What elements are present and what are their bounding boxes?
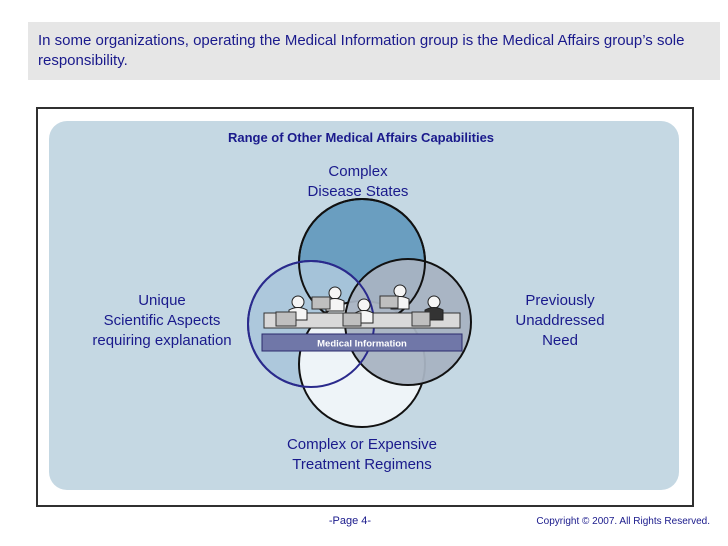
label-complex-treatment-regimens: Complex or Expensive Treatment Regimens	[262, 435, 462, 475]
label-line: Complex or Expensive	[286, 436, 438, 453]
label-line: requiring explanation	[92, 332, 232, 349]
medical-information-banner	[261, 333, 463, 352]
label-unique-scientific-aspects: Unique Scientific Aspects requiring expl…	[82, 291, 242, 351]
copyright-notice: Copyright © 2007. All Rights Reserved.	[536, 516, 710, 527]
label-line: Previously	[525, 292, 595, 309]
medical-information-label: Medical Information	[317, 339, 407, 350]
label-complex-disease-states: Complex Disease States	[283, 162, 433, 202]
laptop-icon	[275, 295, 431, 327]
label-line: Disease States	[307, 183, 409, 200]
label-line: Need	[542, 332, 578, 349]
label-line: Complex	[328, 163, 388, 180]
label-line: Unaddressed	[515, 312, 605, 329]
diagram-title: Range of Other Medical Affairs Capabilit…	[227, 130, 495, 145]
slide-header: In some organizations, operating the Med…	[28, 22, 720, 80]
label-line: Unique	[138, 292, 186, 309]
page-number: -Page 4-	[328, 515, 372, 527]
label-previously-unaddressed-need: Previously Unaddressed Need	[500, 291, 620, 351]
label-line: Scientific Aspects	[103, 312, 221, 329]
header-text: In some organizations, operating the Med…	[38, 32, 685, 69]
label-line: Treatment Regimens	[292, 456, 432, 473]
